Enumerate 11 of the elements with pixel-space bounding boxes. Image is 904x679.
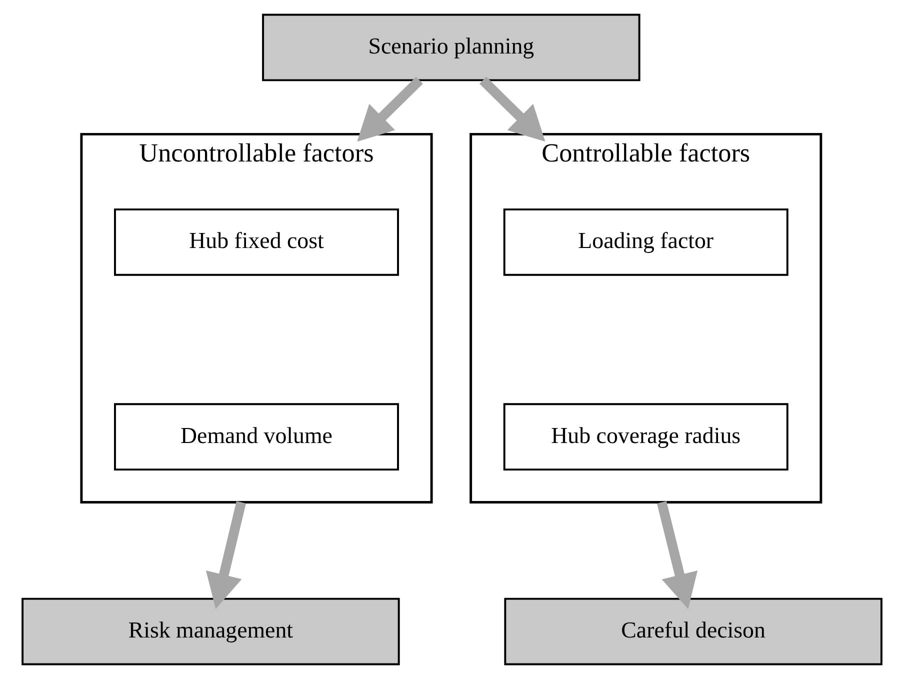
arrow <box>479 76 546 142</box>
node-box: Demand volume <box>114 403 399 471</box>
node-box: Scenario planning <box>262 14 640 82</box>
node-box: Careful decison <box>504 598 882 666</box>
arrow <box>357 76 423 142</box>
node-box: Risk management <box>22 598 400 666</box>
node-box: Hub fixed cost <box>114 208 399 276</box>
arrow <box>206 501 246 609</box>
arrow <box>656 501 698 609</box>
node-box: Loading factor <box>503 208 788 276</box>
node-box: Hub coverage radius <box>503 403 788 471</box>
